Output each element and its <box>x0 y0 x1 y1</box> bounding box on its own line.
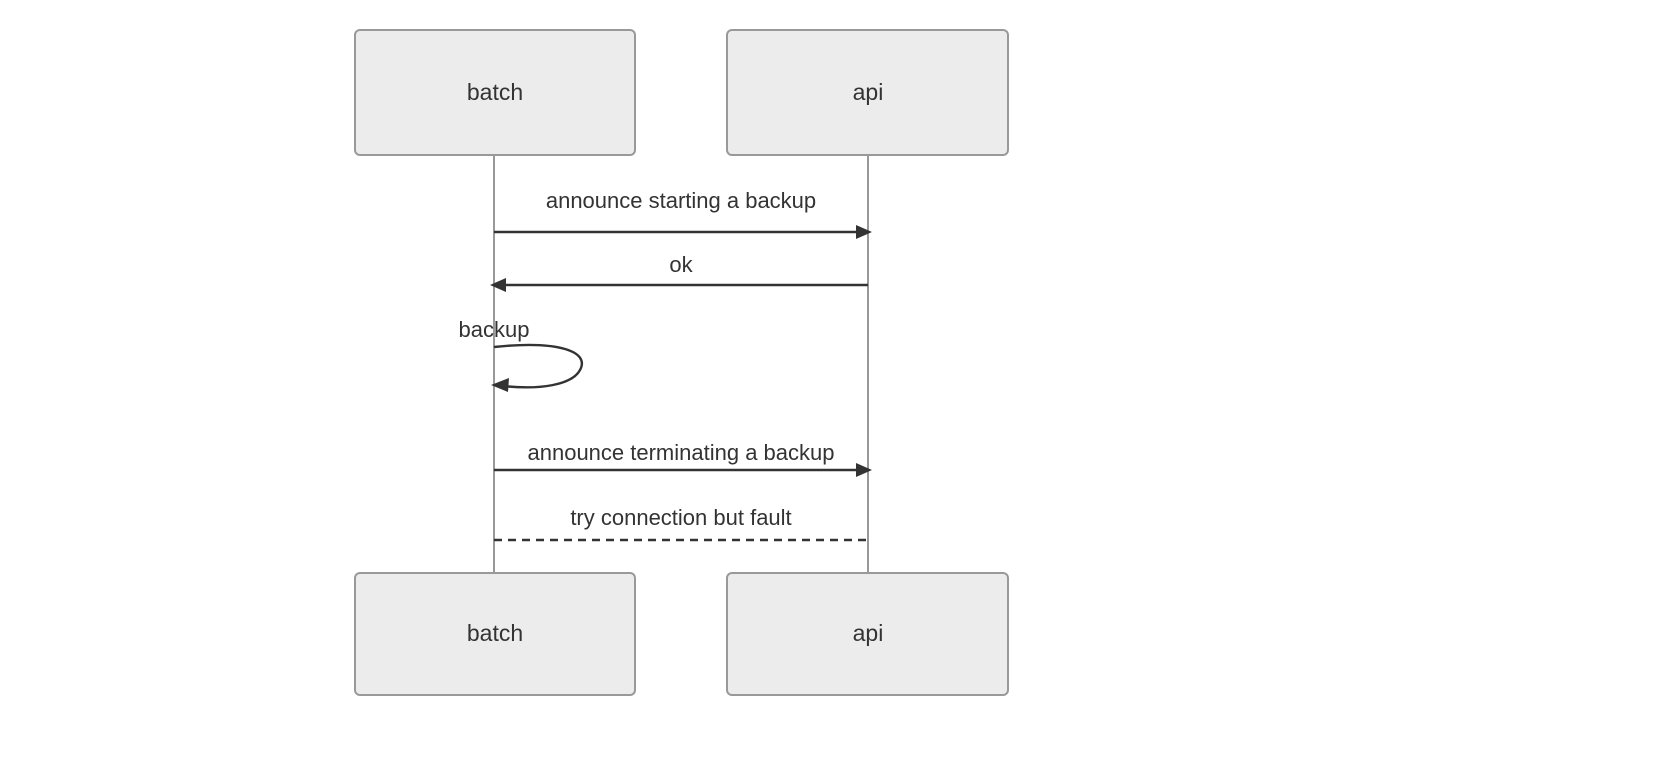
participant-boxes-top: batch api <box>354 29 1009 156</box>
arrowhead-left-icon <box>491 378 509 392</box>
participant-label-batch: batch <box>467 79 523 105</box>
message-announce-terminating-a-backup[interactable]: announce terminating a backup <box>494 440 872 477</box>
participant-api-top[interactable]: api <box>726 29 1009 156</box>
participant-boxes-bottom: batch api <box>354 572 1009 696</box>
message-label: backup <box>459 317 530 342</box>
message-label: announce starting a backup <box>546 188 816 213</box>
arrowhead-left-icon <box>490 278 506 292</box>
participant-label-api: api <box>853 79 884 105</box>
participant-box-rect[interactable] <box>726 29 1009 156</box>
participant-label-batch: batch <box>467 620 523 646</box>
message-label: ok <box>669 252 693 277</box>
message-try-connection-but-fault[interactable]: try connection but fault <box>494 505 870 542</box>
participant-box-rect[interactable] <box>354 29 636 156</box>
message-label: announce terminating a backup <box>528 440 835 465</box>
participant-api-bottom[interactable]: api <box>726 572 1009 696</box>
message-backup-self-loop[interactable]: backup <box>459 317 583 392</box>
participant-batch-bottom[interactable]: batch <box>354 572 636 696</box>
message-announce-starting-a-backup[interactable]: announce starting a backup <box>494 188 872 239</box>
participant-batch-top[interactable]: batch <box>354 29 636 156</box>
message-label: try connection but fault <box>570 505 791 530</box>
message-ok[interactable]: ok <box>490 252 868 292</box>
arrowhead-right-icon <box>856 225 872 239</box>
lifelines <box>493 155 869 573</box>
arrowhead-right-icon <box>856 463 872 477</box>
participant-label-api: api <box>853 620 884 646</box>
participant-box-rect[interactable] <box>354 572 636 696</box>
participant-box-rect[interactable] <box>726 572 1009 696</box>
self-message-loop[interactable] <box>493 343 583 389</box>
